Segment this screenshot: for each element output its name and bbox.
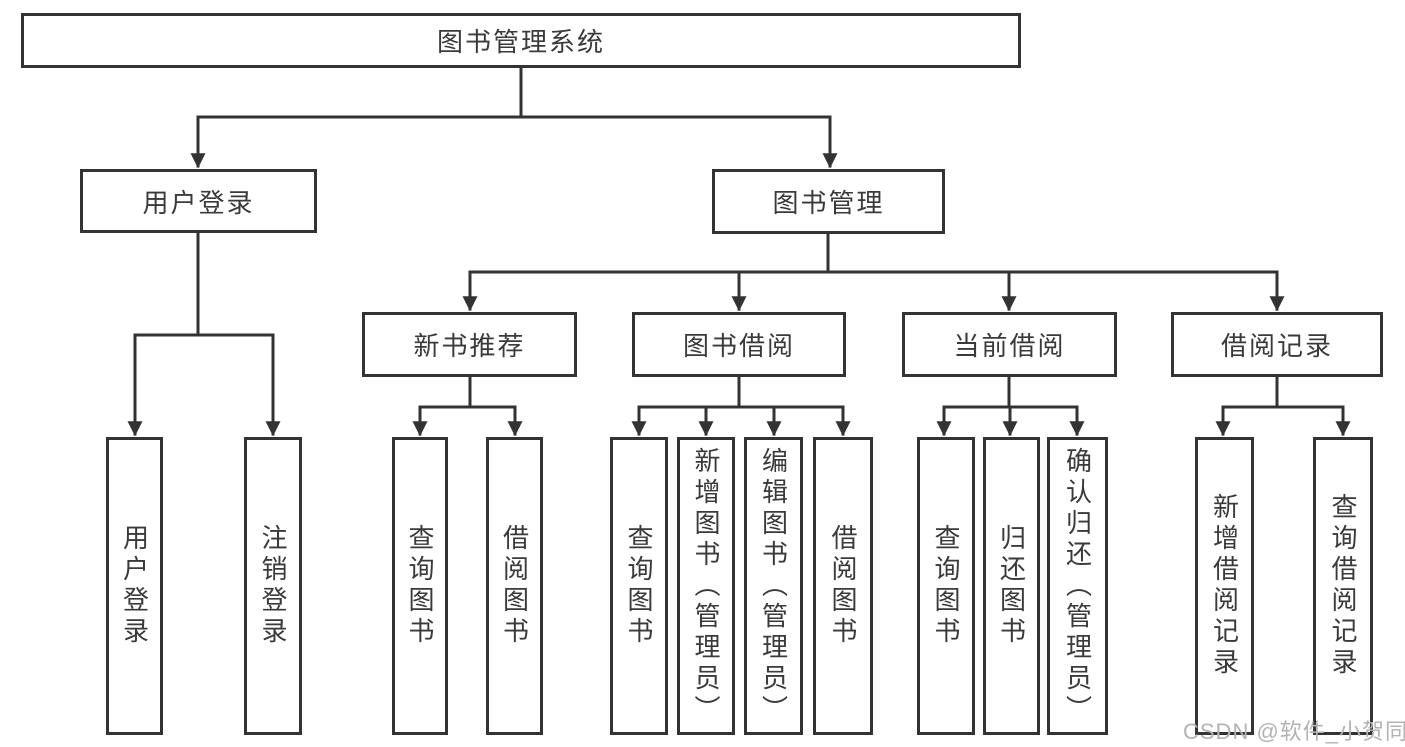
node-borrowing-records: 借阅记录 [1171, 312, 1383, 377]
node-label: 用户登录 [119, 524, 150, 648]
node-label: 新增图书（管理员） [691, 446, 721, 726]
edges-user-login [127, 231, 281, 437]
node-label: 查询借阅记录 [1328, 493, 1358, 679]
edges-new-books [412, 375, 523, 437]
node-borrow-book-newbooks: 借阅图书 [486, 437, 543, 735]
node-user-login-leaf: 用户登录 [106, 437, 163, 735]
node-edit-book-admin: 编辑图书（管理员） [744, 437, 803, 735]
node-label: 归还图书 [996, 524, 1027, 648]
edges-root [190, 66, 838, 169]
node-query-books-current: 查询图书 [917, 437, 975, 735]
node-label: 注销登录 [258, 524, 288, 648]
node-label: 借阅记录 [1220, 331, 1333, 361]
node-label: 新书推荐 [413, 331, 526, 361]
edges-records [1215, 375, 1351, 437]
node-book-management: 图书管理 [712, 169, 945, 234]
csdn-watermark: CSDN @软件_小贺同学 [1183, 719, 1405, 744]
node-add-book-admin: 新增图书（管理员） [677, 437, 735, 735]
node-confirm-return-admin: 确认归还（管理员） [1047, 437, 1108, 735]
node-label: 借阅图书 [499, 524, 530, 648]
node-return-book: 归还图书 [983, 437, 1040, 735]
node-new-book-recommendation: 新书推荐 [362, 312, 577, 377]
node-query-books-borrowing: 查询图书 [610, 437, 668, 735]
node-add-borrow-record: 新增借阅记录 [1195, 437, 1254, 735]
node-logout: 注销登录 [244, 437, 302, 735]
node-label: 图书管理 [772, 188, 885, 218]
node-current-borrowing: 当前借阅 [902, 312, 1117, 377]
node-label: 用户登录 [142, 187, 255, 218]
node-user-login: 用户登录 [80, 169, 317, 233]
node-label: 查询图书 [624, 524, 654, 648]
node-label: 查询图书 [405, 524, 435, 648]
node-library-management-system: 图书管理系统 [21, 13, 1021, 68]
node-label: 借阅图书 [828, 524, 858, 648]
edges-book-management [462, 232, 1285, 312]
edges-current [936, 375, 1085, 437]
node-query-borrow-record: 查询借阅记录 [1313, 437, 1373, 735]
node-query-books-newbooks: 查询图书 [392, 437, 448, 735]
node-label: 当前借阅 [953, 331, 1066, 361]
node-label: 图书管理系统 [436, 27, 605, 57]
node-label: 新增借阅记录 [1209, 493, 1240, 679]
node-label: 查询图书 [931, 524, 961, 648]
node-borrow-book-borrowing: 借阅图书 [813, 437, 873, 735]
edges-borrowing [631, 375, 851, 437]
node-label: 图书借阅 [682, 331, 795, 361]
node-label: 编辑图书（管理员） [758, 446, 789, 726]
node-book-borrowing: 图书借阅 [632, 312, 846, 377]
node-label: 确认归还（管理员） [1062, 446, 1093, 726]
